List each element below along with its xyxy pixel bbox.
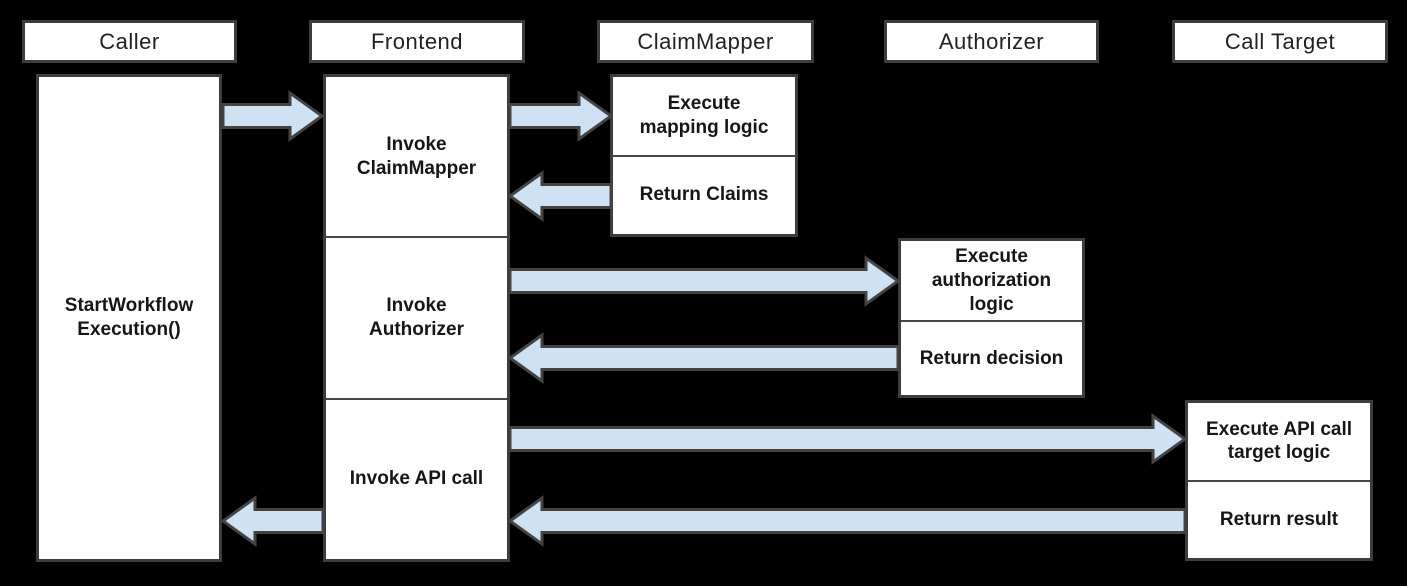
authorizer-step-execute: Execute authorization logic <box>901 241 1082 320</box>
lane-header-label: Frontend <box>370 28 464 54</box>
lane-header-label: Authorizer <box>938 28 1045 54</box>
authorizer-step-label: Return decision <box>919 347 1064 369</box>
arrow-frontend-to-claimmapper <box>508 90 613 142</box>
frontend-step-label: Invoke Authorizer <box>369 295 464 340</box>
lane-header-claimmapper: ClaimMapper <box>597 20 814 63</box>
claimmapper-step-label: Execute mapping logic <box>639 93 769 138</box>
frontend-step-label: Invoke ClaimMapper <box>356 133 477 179</box>
claimmapper-step-return: Return Claims <box>613 154 795 235</box>
lane-header-authorizer: Authorizer <box>884 20 1099 63</box>
frontend-step-label: Invoke API call <box>349 468 484 490</box>
calltarget-step-return: Return result <box>1188 479 1370 559</box>
calltarget-step-execute: Execute API call target logic <box>1188 403 1370 480</box>
authorizer-step-label: Execute authorization logic <box>931 246 1052 315</box>
calltarget-activation-box: Execute API call target logic Return res… <box>1185 400 1373 561</box>
frontend-activation-box: Invoke ClaimMapper Invoke Authorizer Inv… <box>323 74 510 562</box>
caller-activity: StartWorkflow Execution() <box>39 77 219 559</box>
calltarget-step-label: Return result <box>1219 508 1339 530</box>
lane-header-label: Call Target <box>1224 28 1336 54</box>
arrow-authorizer-return <box>508 332 900 384</box>
arrow-frontend-to-authorizer <box>508 255 900 307</box>
arrow-caller-to-frontend <box>221 90 324 142</box>
calltarget-step-label: Execute API call target logic <box>1205 418 1353 464</box>
lane-header-caller: Caller <box>22 20 237 63</box>
claimmapper-step-label: Return Claims <box>639 184 769 206</box>
arrow-frontend-to-calltarget <box>508 413 1187 465</box>
lane-header-frontend: Frontend <box>309 20 525 63</box>
claimmapper-activation-box: Execute mapping logic Return Claims <box>610 74 798 237</box>
frontend-step-invoke-claimmapper: Invoke ClaimMapper <box>326 77 507 236</box>
authorizer-step-return: Return decision <box>901 320 1082 395</box>
lane-header-label: Caller <box>99 28 160 54</box>
caller-activity-label: StartWorkflow Execution() <box>64 295 194 340</box>
authorizer-activation-box: Execute authorization logic Return decis… <box>898 238 1085 398</box>
arrow-calltarget-return <box>508 495 1187 547</box>
caller-activation-box: StartWorkflow Execution() <box>36 74 222 562</box>
arrow-claimmapper-return <box>508 170 613 222</box>
frontend-step-invoke-api-call: Invoke API call <box>326 397 507 559</box>
claimmapper-step-execute: Execute mapping logic <box>613 77 795 155</box>
frontend-step-invoke-authorizer: Invoke Authorizer <box>326 236 507 397</box>
lane-header-label: ClaimMapper <box>637 28 774 54</box>
lane-header-calltarget: Call Target <box>1172 20 1388 63</box>
arrow-frontend-to-caller-return <box>221 495 325 547</box>
